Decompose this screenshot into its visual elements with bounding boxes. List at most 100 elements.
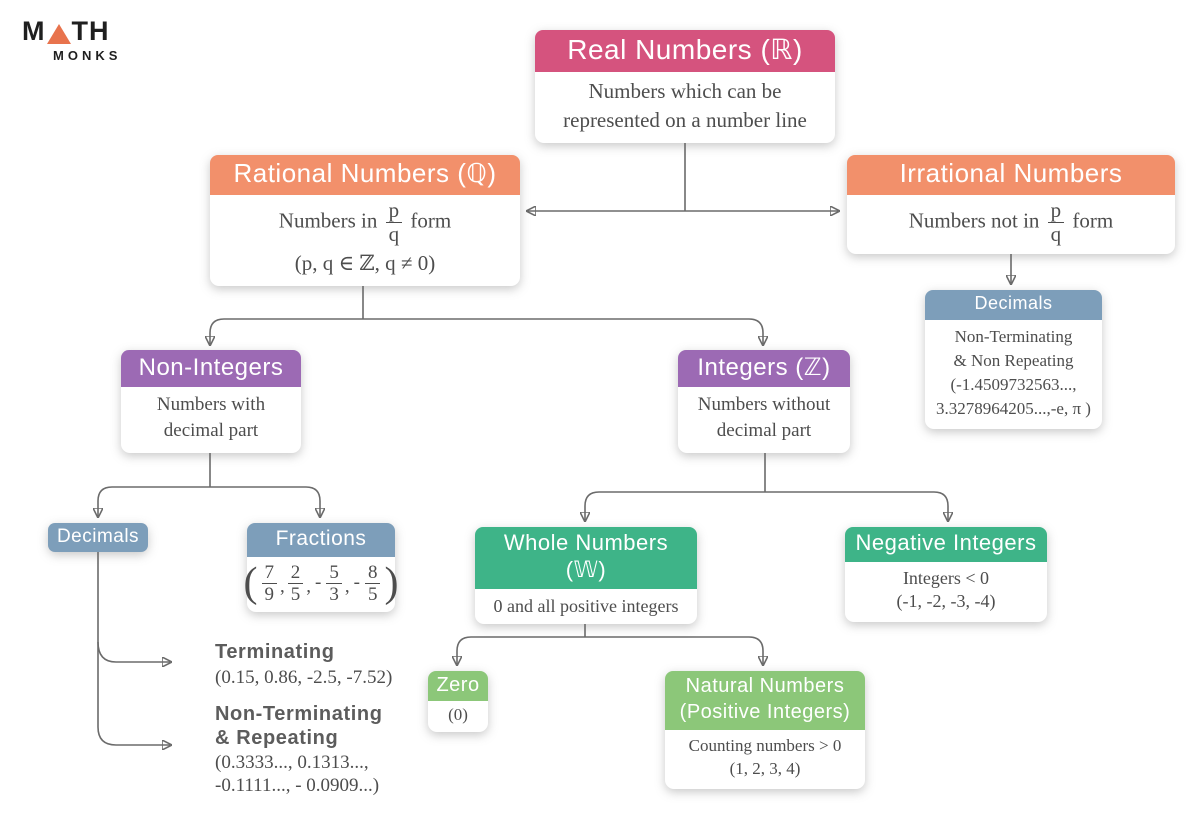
heading-line: Non-Terminating	[215, 703, 383, 725]
node-irrational-decimals-title: Decimals	[925, 290, 1102, 320]
body-text: Numbers in	[278, 208, 378, 233]
node-integers: Integers (ℤ) Numbers without decimal par…	[678, 350, 850, 453]
connector-arrow-to-fractions	[210, 486, 320, 516]
non-terminating-heading: Non-Terminating & Repeating	[215, 703, 383, 750]
node-natural-numbers-title: Natural Numbers (Positive Integers)	[665, 671, 865, 731]
body-text: Numbers not in	[908, 208, 1040, 233]
connector-arrow-to-whole-numbers	[585, 491, 765, 520]
body-line: 3.3278964205...,-e, π )	[936, 399, 1091, 419]
node-irrational-numbers-title: Irrational Numbers	[847, 155, 1175, 195]
separator: ,	[280, 576, 285, 598]
node-natural-numbers: Natural Numbers (Positive Integers) Coun…	[665, 671, 865, 790]
node-negative-integers-title: Negative Integers	[845, 527, 1047, 562]
node-irrational-decimals-body: Non-Terminating & Non Repeating (-1.4509…	[925, 320, 1102, 430]
node-decimals: Decimals	[48, 523, 148, 553]
node-real-numbers: Real Numbers (ℝ) Numbers which can be re…	[535, 30, 835, 144]
node-natural-numbers-body: Counting numbers > 0 (1, 2, 3, 4)	[665, 730, 865, 789]
connector-arrow-to-negative-integers	[765, 491, 948, 520]
body-line: (-1, -2, -3, -4)	[896, 591, 996, 612]
math-monks-logo: M TH MONKS	[22, 16, 121, 63]
connector-arrow-to-non-integers	[210, 318, 363, 344]
connector-arrow-to-non-terminating	[97, 726, 170, 745]
body-line: & Non Repeating	[953, 351, 1074, 371]
fraction-denominator: q	[1050, 222, 1062, 247]
node-non-integers-title: Non-Integers	[121, 350, 301, 388]
non-terminating-values: (0.3333..., 0.1313..., -0.1111..., - 0.0…	[215, 752, 383, 798]
values-line: (0.3333..., 0.1313...,	[215, 752, 369, 774]
separator: ,	[306, 576, 312, 598]
node-zero-body: (0)	[448, 705, 468, 725]
connector-arrow-to-natural-numbers	[585, 636, 763, 664]
fraction-denominator: q	[388, 222, 400, 247]
fraction-denominator: 5	[367, 583, 378, 605]
body-line: decimal part	[163, 420, 259, 442]
fraction-denominator: 9	[264, 583, 275, 605]
body-line: (-1.4509732563...,	[950, 375, 1077, 395]
open-paren: (	[243, 559, 258, 606]
connector-arrow-to-decimals	[98, 486, 210, 516]
node-whole-numbers-title: Whole Numbers (𝕎)	[475, 527, 697, 589]
node-whole-numbers-body: 0 and all positive integers	[493, 595, 679, 616]
body-text: form	[1072, 208, 1114, 233]
terminating-heading: Terminating	[215, 641, 335, 663]
fraction-numerator: p	[385, 199, 403, 224]
body-line: (1, 2, 3, 4)	[729, 759, 801, 779]
separator: ,	[344, 576, 350, 598]
node-non-integers-body: Numbers with decimal part	[121, 387, 301, 452]
terminating-values: (0.15, 0.86, -2.5, -7.52)	[215, 666, 393, 688]
connector-arrow-to-zero	[457, 636, 585, 664]
connector-arrow-to-terminating	[97, 641, 170, 662]
body-line: decimal part	[716, 420, 812, 442]
logo-line1: M TH	[22, 16, 121, 47]
node-zero-title: Zero	[428, 671, 488, 702]
fraction-denominator: 5	[290, 583, 301, 605]
body-line: represented on a number line	[563, 108, 807, 133]
body-line: Integers < 0	[902, 567, 990, 588]
values-line: -0.1111..., - 0.0909...)	[215, 774, 380, 796]
node-irrational-decimals: Decimals Non-Terminating & Non Repeating…	[925, 290, 1102, 430]
node-integers-title: Integers (ℤ)	[678, 350, 850, 388]
node-fractions-title: Fractions	[247, 523, 395, 557]
logo-line2: MONKS	[53, 48, 122, 63]
node-non-integers: Non-Integers Numbers with decimal part	[121, 350, 301, 453]
body-line: Non-Terminating	[954, 326, 1073, 346]
node-real-numbers-title: Real Numbers (ℝ)	[535, 30, 835, 73]
node-zero: Zero (0)	[428, 671, 488, 732]
fraction-numerator: 7	[261, 562, 278, 584]
body-line: (p, q ∈ ℤ, q ≠ 0)	[294, 250, 436, 275]
terminating-group: Terminating (0.15, 0.86, -2.5, -7.52)	[215, 641, 392, 689]
node-real-numbers-body: Numbers which can be represented on a nu…	[535, 72, 835, 143]
fraction-numerator: p	[1047, 199, 1065, 224]
title-line: Natural Numbers	[685, 675, 845, 697]
title-line: (Positive Integers)	[679, 700, 851, 723]
node-whole-numbers: Whole Numbers (𝕎) 0 and all positive int…	[475, 527, 697, 625]
logo-th: TH	[71, 16, 110, 46]
non-terminating-group: Non-Terminating & Repeating (0.3333..., …	[215, 703, 383, 798]
connector-arrow-to-integers	[363, 318, 763, 344]
body-line: Numbers without	[697, 394, 831, 416]
fraction-numerator: 2	[287, 562, 304, 584]
body-text: form	[410, 208, 452, 233]
node-decimals-title: Decimals	[48, 523, 148, 553]
node-rational-numbers-title: Rational Numbers (ℚ)	[210, 155, 520, 195]
body-line: Counting numbers > 0	[688, 736, 842, 756]
heading-line: & Repeating	[215, 726, 339, 749]
logo-m: M	[22, 16, 46, 46]
fraction-numerator: 5	[326, 562, 342, 584]
body-line: Numbers which can be	[588, 79, 782, 104]
close-paren: )	[384, 559, 399, 606]
fraction-denominator: 3	[329, 583, 339, 605]
